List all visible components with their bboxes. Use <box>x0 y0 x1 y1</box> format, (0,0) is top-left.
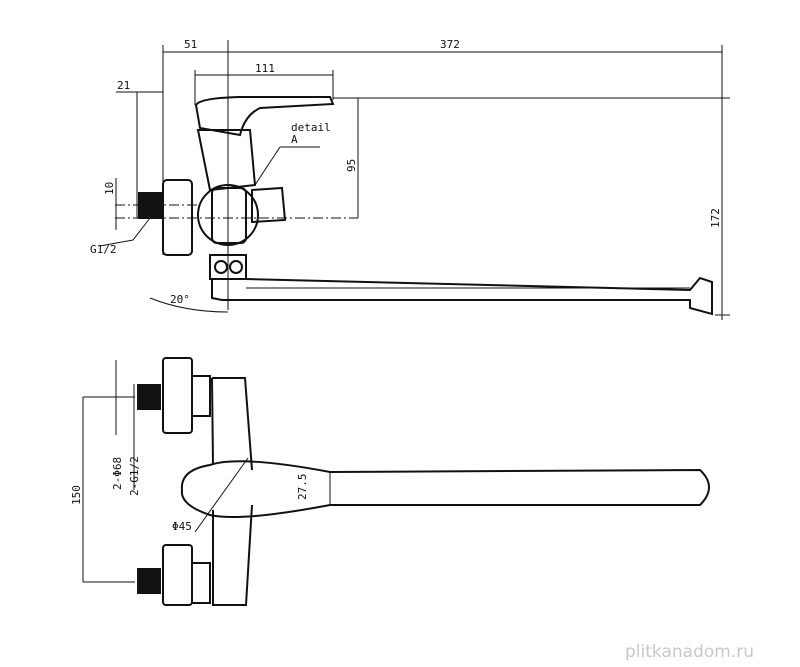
nut-bottom <box>191 562 211 604</box>
lever-and-spout <box>180 460 710 518</box>
dim-111: 111 <box>255 62 275 75</box>
dim-372: 372 <box>440 38 460 51</box>
angle-arc <box>149 297 229 313</box>
thread-bottom <box>137 568 161 594</box>
thread-label: G1/2 <box>90 243 117 256</box>
dim-95: 95 <box>345 159 358 172</box>
nut-hole <box>214 260 228 274</box>
diverter-knob <box>251 186 287 224</box>
dim-150: 150 <box>70 485 83 505</box>
dim-51: 51 <box>184 38 197 51</box>
flange-top <box>162 357 193 434</box>
detail-label: detail <box>291 121 331 134</box>
nut-hole <box>229 260 243 274</box>
watermark: plitkanadom.ru <box>625 642 754 662</box>
body-plate <box>211 377 253 606</box>
dim-45: Φ45 <box>172 520 192 533</box>
plan-view: 150 2-Φ68 2-G1/2 27.5 Φ45 <box>70 357 710 606</box>
valve-body <box>196 129 257 192</box>
dim-27-5: 27.5 <box>296 474 309 501</box>
thread-leader <box>99 217 151 247</box>
dim-172: 172 <box>709 208 722 228</box>
d45-leader <box>194 457 249 533</box>
spout <box>211 276 713 316</box>
flange-diameter: 2-Φ68 <box>111 457 124 490</box>
thread-top <box>137 384 161 410</box>
valve-hex <box>211 187 247 244</box>
dim-10: 10 <box>103 182 116 195</box>
dim-21: 21 <box>117 79 130 92</box>
flange-bottom <box>162 544 193 606</box>
side-view: 51 372 111 21 95 172 <box>90 38 730 320</box>
detail-leader <box>254 146 281 186</box>
threads-pair: 2-G1/2 <box>128 456 141 496</box>
nut-top <box>191 375 211 417</box>
detail-label-letter: A <box>291 133 298 146</box>
angle-label: 20° <box>170 293 190 306</box>
valve-ball <box>197 184 259 246</box>
